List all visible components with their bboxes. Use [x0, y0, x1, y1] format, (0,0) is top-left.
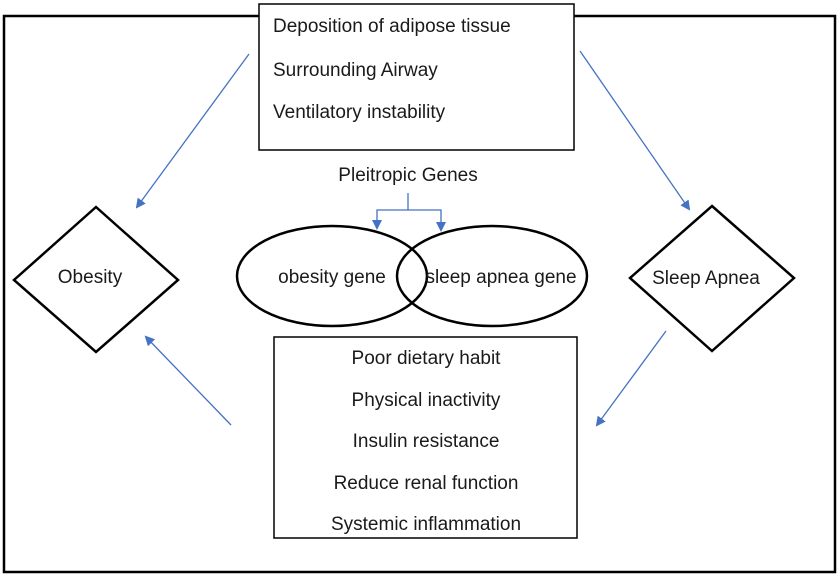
top-box-item: Deposition of adipose tissue — [273, 16, 511, 37]
sleep-apnea-gene-ellipse — [395, 224, 589, 328]
top-box-item: Surrounding Airway — [273, 60, 438, 81]
obesity-label: Obesity — [58, 267, 123, 288]
bottom-box-item: Physical inactivity — [352, 390, 501, 411]
bottom-box-item: Insulin resistance — [353, 431, 500, 452]
top-box-to-sleep-apnea-arrow — [579, 50, 691, 211]
obesity-gene-label: obesity gene — [278, 267, 386, 288]
bottom-box-item: Systemic inflammation — [331, 514, 521, 535]
sleep-apnea-to-bottom-box-arrow — [595, 330, 667, 427]
sleep-apnea-diamond — [628, 204, 796, 353]
pleiotropic-genes-title: Pleitropic Genes — [338, 165, 477, 186]
top-box-to-obesity-arrow — [135, 53, 250, 209]
bottom-box — [273, 336, 578, 539]
sleep-apnea-gene-label: sleep apnea gene — [425, 267, 576, 288]
obesity-gene-ellipse — [235, 224, 429, 328]
bottom-box-to-obesity-arrow — [144, 335, 232, 426]
bottom-box-item: Reduce renal function — [334, 473, 519, 494]
genes-branch-right-arrow — [408, 209, 446, 232]
bottom-box-item: Poor dietary habit — [352, 348, 502, 369]
top-box — [258, 3, 575, 151]
top-box-item: Ventilatory instability — [273, 102, 446, 123]
genes-branch-left-arrow — [372, 209, 408, 230]
sleep-apnea-label: Sleep Apnea — [652, 268, 760, 289]
obesity-diamond — [12, 205, 180, 354]
